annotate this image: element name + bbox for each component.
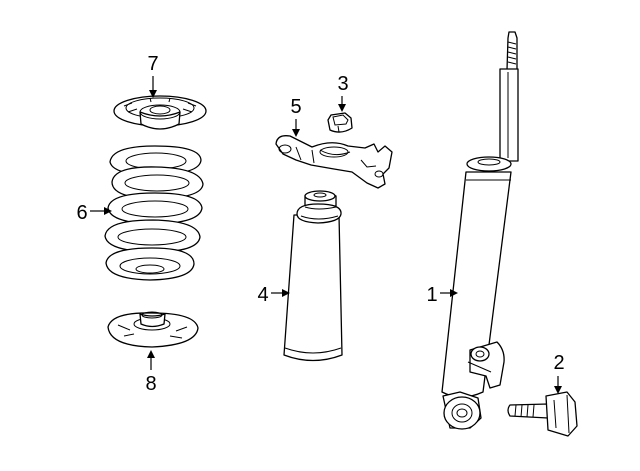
dust-boot[interactable]: [283, 190, 343, 362]
lower-spring-insulator[interactable]: [107, 311, 199, 348]
callout-2-label: 2: [553, 352, 564, 374]
callout-3: 3: [337, 73, 349, 112]
callout-8-label: 8: [145, 373, 156, 395]
shock-absorber[interactable]: [441, 31, 519, 430]
callout-5: 5: [290, 96, 302, 137]
upper-spring-insulator[interactable]: [113, 95, 207, 130]
coil-spring[interactable]: [104, 145, 204, 281]
callout-7-label: 7: [147, 53, 158, 75]
callout-1: 1: [426, 284, 458, 306]
bolt[interactable]: [507, 391, 578, 437]
callout-4-label: 4: [257, 284, 268, 306]
callout-6: 6: [76, 202, 112, 224]
callout-3-label: 3: [337, 73, 348, 95]
callout-5-label: 5: [290, 96, 301, 118]
callout-7: 7: [147, 53, 159, 98]
callout-6-label: 6: [76, 202, 87, 224]
callout-4: 4: [257, 284, 290, 306]
upper-mount-bracket[interactable]: [275, 135, 393, 189]
nut[interactable]: [327, 112, 353, 133]
callout-1-label: 1: [426, 284, 437, 306]
callout-2: 2: [553, 352, 565, 394]
callout-8: 8: [145, 350, 157, 395]
